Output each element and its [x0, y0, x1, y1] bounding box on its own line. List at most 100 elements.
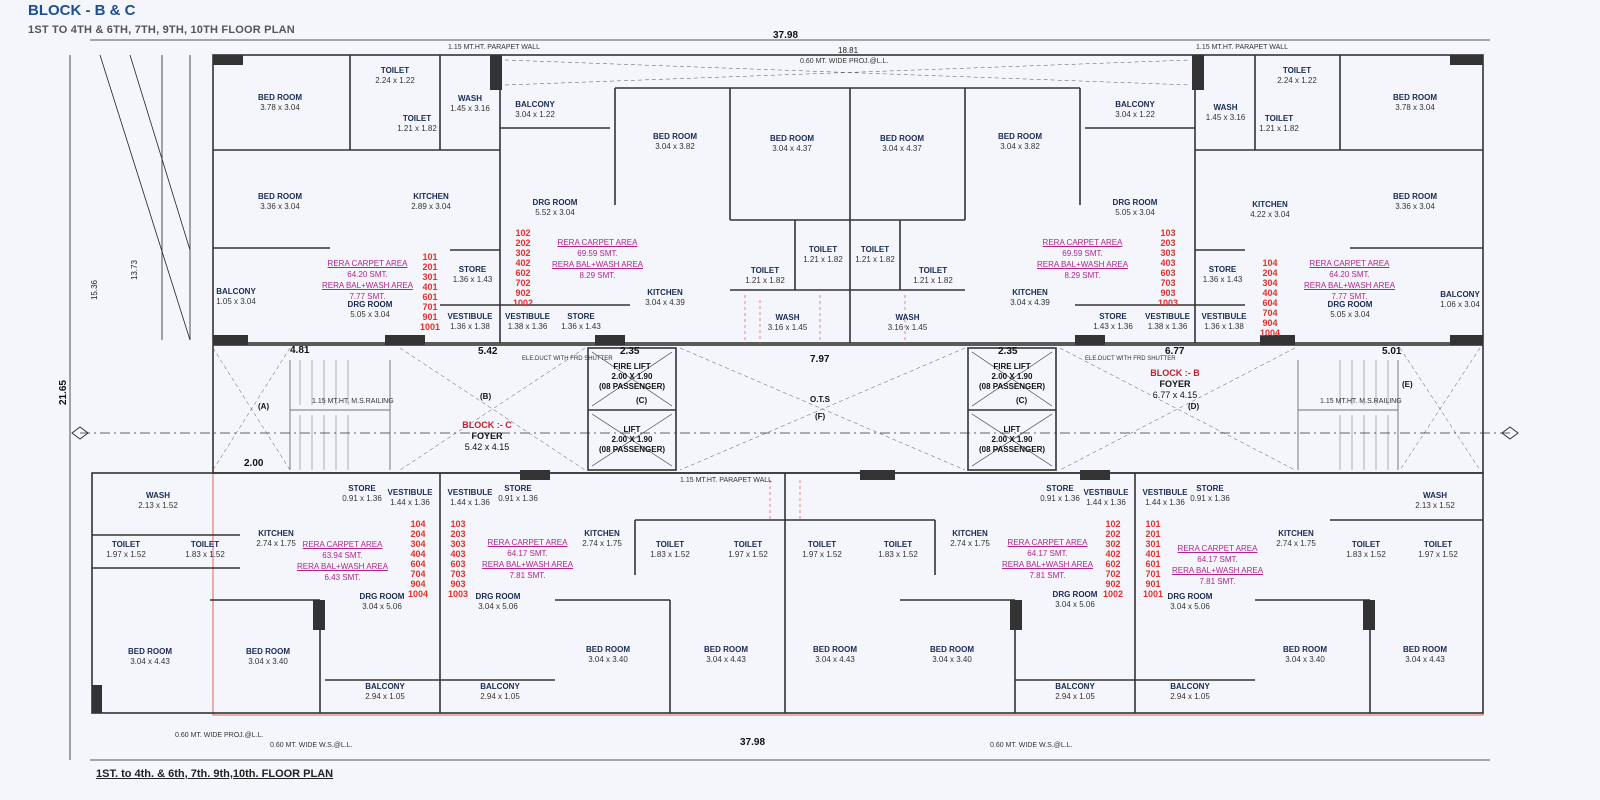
- mark-f: (F): [815, 412, 826, 421]
- lift-cross-marks: [591, 351, 1053, 467]
- core-dim-1: 4.81: [290, 345, 310, 356]
- ele-duct-label-c: ELE.DUCT WITH FRD SHUTTER: [522, 356, 613, 362]
- parapet-note-top-left: 1.15 MT.HT. PARAPET WALL: [448, 44, 541, 51]
- ots-label: O.T.S: [809, 395, 830, 404]
- flat-numbers-1: 101 201 301 401 601 701 901 1001: [420, 252, 441, 332]
- flat-numbers-6: 103 203 303 403 603 703 903 1003: [448, 519, 469, 599]
- flat-numbers-2: 102 202 302 402 602 702 902 1002: [513, 228, 534, 308]
- core-dim-7: 5.01: [1382, 346, 1402, 357]
- ws-note-2: 0.60 MT. WIDE W.S.@L.L.: [990, 742, 1073, 749]
- parapet-note-top-right: 1.15 MT.HT. PARAPET WALL: [1196, 44, 1289, 51]
- core-dim-8: 2.00: [244, 458, 264, 469]
- railing-label-left: 1.15 MT.HT. M.S.RAILING: [312, 398, 394, 405]
- page-title: BLOCK - B & C: [28, 2, 136, 19]
- mark-a: (A): [258, 402, 270, 411]
- parapet-note-core: 1.15 MT.HT. PARAPET WALL: [680, 477, 773, 484]
- page-subtitle: 1ST TO 4TH & 6TH, 7TH, 9TH, 10TH FLOOR P…: [28, 24, 295, 36]
- flat-numbers-3: 103 203 303 403 603 703 903 1003: [1158, 228, 1179, 308]
- overall-width-bottom: 37.98: [740, 737, 766, 748]
- flat-numbers-8: 101 201 301 401 601 701 901 1001: [1143, 519, 1164, 599]
- top-mid-dim: 18.81: [838, 46, 859, 55]
- ws-note-1: 0.60 MT. WIDE W.S.@L.L.: [270, 742, 353, 749]
- left-side-dim: 15.36: [90, 280, 99, 301]
- flat-numbers-5: 104 204 304 404 604 704 904 1004: [408, 519, 429, 599]
- flat-numbers-7: 102 202 302 402 602 702 902 1002: [1103, 519, 1124, 599]
- walls: [91, 54, 1484, 714]
- proj-note-top: 0.60 MT. WIDE PROJ.@L.L.: [800, 58, 889, 65]
- plan-caption: 1ST. to 4th. & 6th, 7th. 9th,10th. FLOOR…: [96, 768, 334, 780]
- railing-label-right: 1.15 MT.HT. M.S.RAILING: [1320, 398, 1402, 405]
- overall-height: 21.65: [58, 380, 69, 406]
- void-cross-marks: [212, 59, 1481, 471]
- core-dim-5: 2.35: [998, 346, 1018, 357]
- duct-lines: [744, 295, 906, 520]
- mark-c: (C): [636, 396, 648, 405]
- mark-e: (E): [1402, 380, 1413, 389]
- left-mid-dim: 13.73: [130, 260, 139, 281]
